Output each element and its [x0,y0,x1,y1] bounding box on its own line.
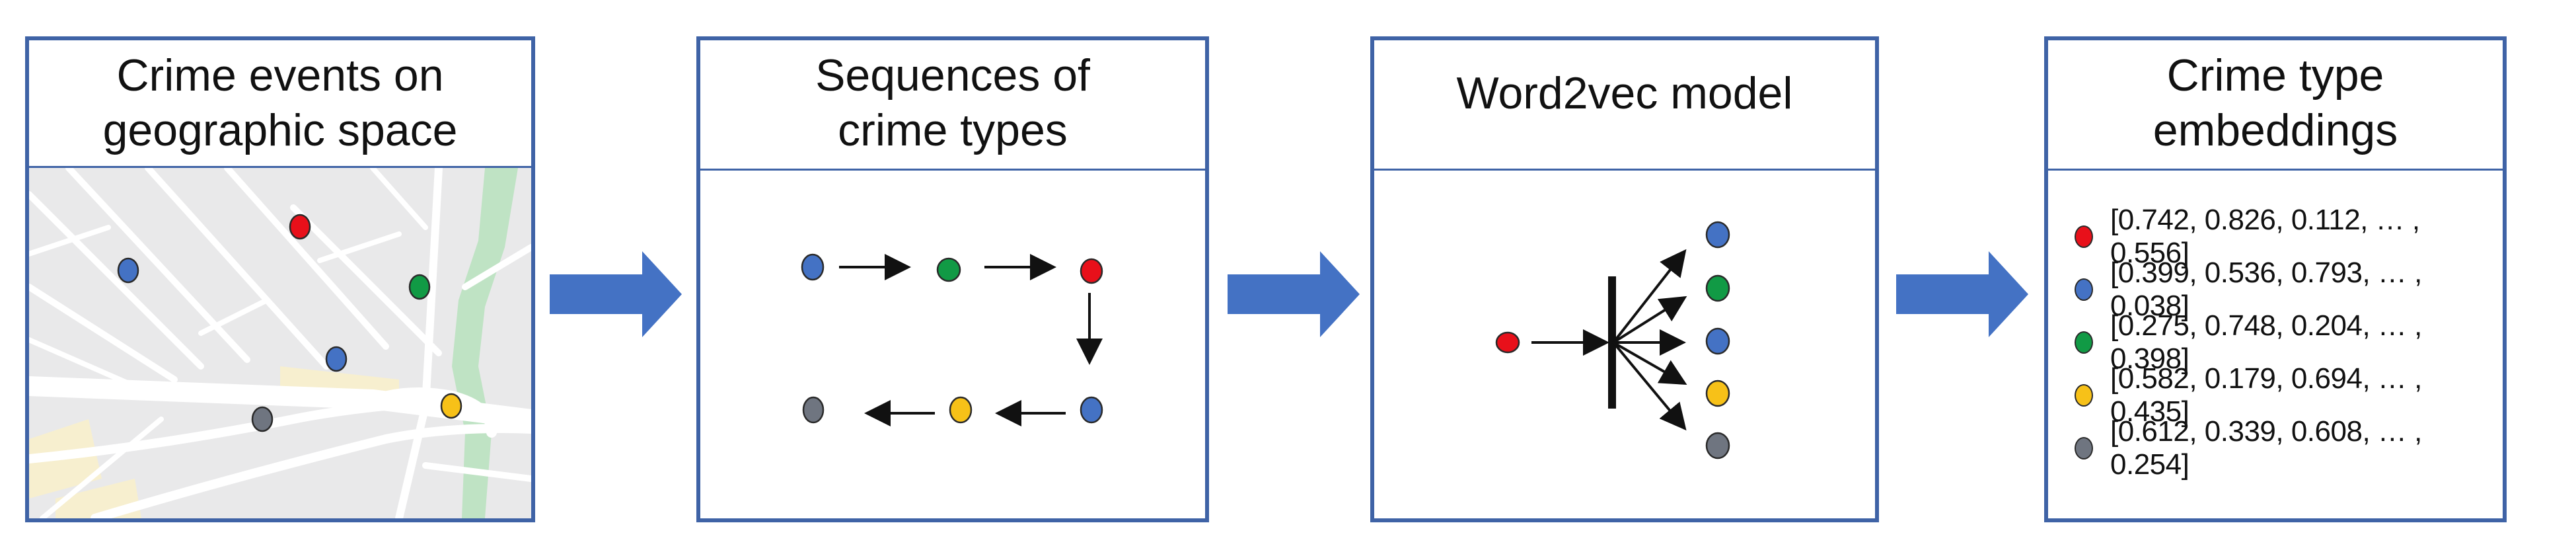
sequence-node-gray [802,396,825,424]
event-marker-green [408,274,431,300]
output-node-blue [1705,327,1730,355]
sequence-node-yellow [949,396,973,424]
output-node-gray [1705,432,1730,460]
panel-crime-sequences: Sequences of crime types [696,36,1209,522]
title-divider [1374,169,1875,171]
event-marker-blue [117,257,139,284]
sequence-diagram [700,171,1205,518]
flow-arrow-2 [1228,251,1360,337]
output-arrow [1612,249,1687,344]
crime-event-markers [117,214,462,432]
output-node-blue [1705,221,1730,249]
word2vec-diagram [1374,171,1875,518]
embedding-row: [0.582, 0.179, 0.694, … , 0.435] [2075,362,2496,428]
sequence-graph [801,253,1103,426]
title-divider [29,166,531,168]
embedding-vector: [0.612, 0.339, 0.608, … , 0.254] [2110,415,2422,481]
panel-crime-events-map: Crime events on geographic space [25,36,535,522]
event-marker-gray [251,406,274,432]
panel-title-sequences: Sequences of crime types [815,50,1090,155]
sequence-node-green [936,257,961,282]
crime-type-dot-red [2075,225,2093,248]
crime-type-dot-blue [2075,278,2093,301]
crime-type-dot-yellow [2075,384,2093,407]
map-area [29,168,531,518]
output-node-yellow [1705,380,1730,407]
event-marker-blue [325,346,348,372]
panel-embeddings: Crime type embeddings [0.742, 0.826, 0.1… [2044,36,2507,522]
panel-title-embeddings: Crime type embeddings [2153,50,2398,155]
title-divider [700,169,1205,171]
flow-arrow-3 [1896,251,2028,337]
flow-arrow-1 [550,251,682,337]
title-divider [2048,169,2503,171]
embedding-list: [0.742, 0.826, 0.112, … , 0.556] [0.399,… [2075,204,2496,481]
panel-title-crime-events: Crime events on geographic space [102,50,458,155]
embedding-vector: [0.582, 0.179, 0.694, … , 0.435] [2110,362,2422,428]
event-marker-red [289,214,311,240]
crime-type-dot-green [2075,331,2093,354]
embedding-row: [0.275, 0.748, 0.204, … , 0.398] [2075,309,2496,375]
sequence-node-blue [1080,396,1103,424]
panel-word2vec: Word2vec model [1370,36,1879,522]
output-arrow [1613,341,1687,385]
input-node-red [1495,331,1520,354]
embedding-row: [0.742, 0.826, 0.112, … , 0.556] [2075,204,2496,269]
output-arrow [1612,341,1687,431]
embedding-row: [0.612, 0.339, 0.608, … , 0.254] [2075,415,2496,481]
event-marker-yellow [440,393,462,419]
word2vec-graph [1495,221,1730,460]
sequence-node-red [1080,258,1103,284]
embedding-vector: [0.275, 0.748, 0.204, … , 0.398] [2110,309,2422,375]
output-node-green [1705,274,1730,302]
crime-type-dot-gray [2075,437,2093,460]
panel-title-word2vec: Word2vec model [1456,67,1793,118]
street-map [29,168,531,518]
sequence-node-blue [801,253,825,281]
embedding-row: [0.399, 0.536, 0.793, … , 0.038] [2075,257,2496,322]
embedding-vector: [0.742, 0.826, 0.112, … , 0.556] [2110,204,2420,269]
embedding-vector: [0.399, 0.536, 0.793, … , 0.038] [2110,257,2422,322]
embedding-list-area: [0.742, 0.826, 0.112, … , 0.556] [0.399,… [2048,171,2503,518]
output-arrow [1612,296,1687,344]
